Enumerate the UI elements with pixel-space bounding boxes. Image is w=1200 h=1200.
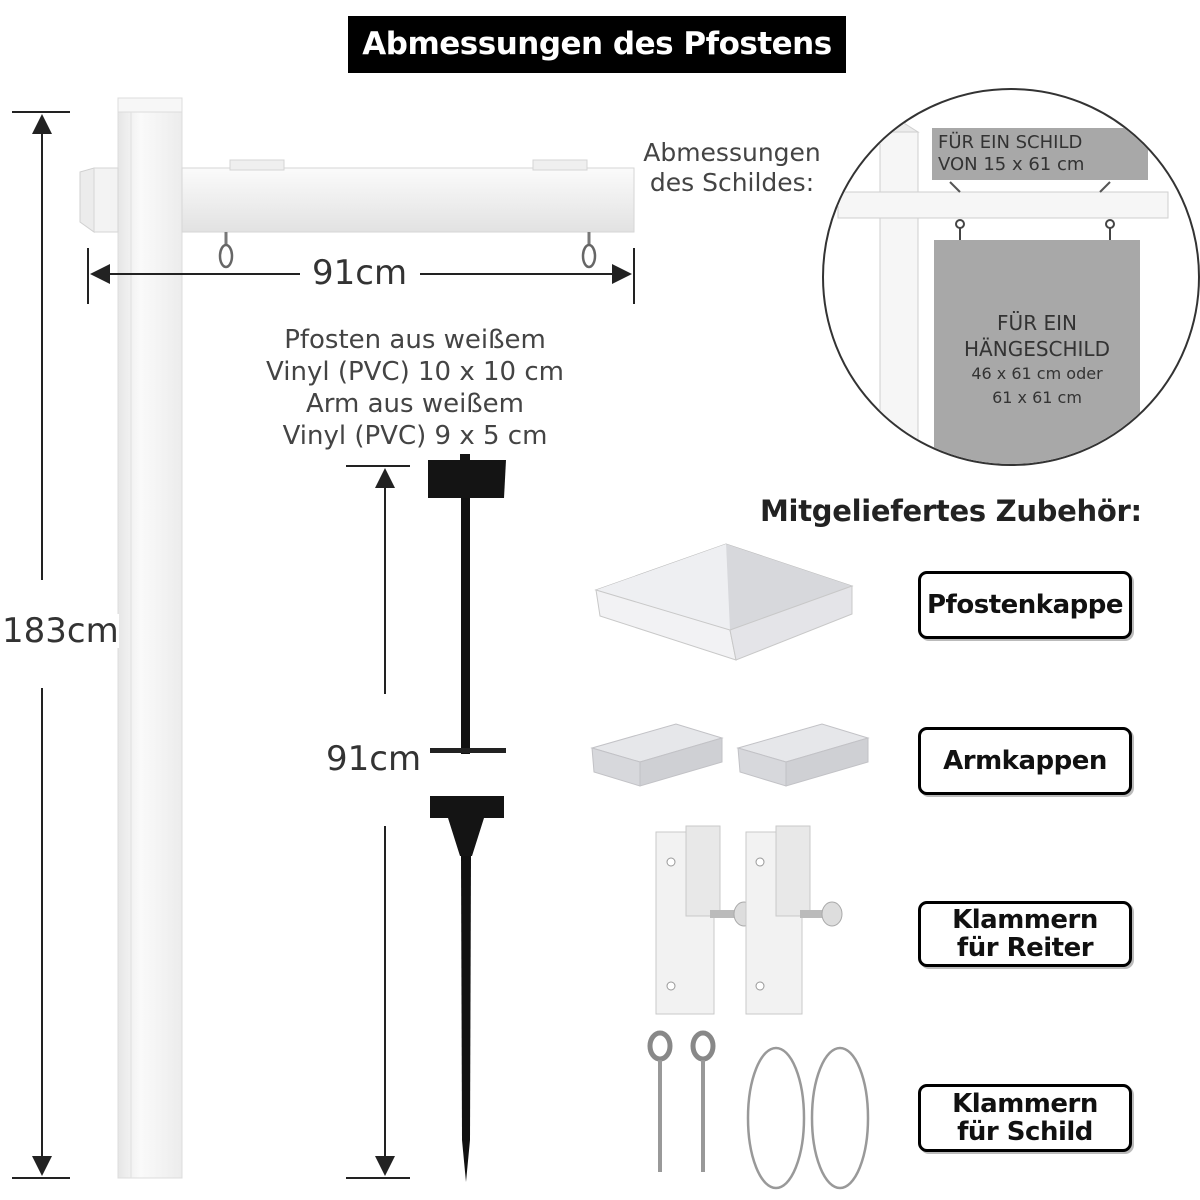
accessory-label-line2: für Schild: [957, 1117, 1093, 1147]
post-dimension-label: 183cm: [2, 611, 119, 651]
accessory-label-line2: für Reiter: [956, 933, 1094, 963]
accessory-label-rider-clamps: Klammern für Reiter: [918, 901, 1132, 967]
arm-caps-image: [590, 723, 870, 787]
arm-dimension-label: 91cm: [312, 253, 408, 293]
accessory-label-line1: Klammern: [952, 1089, 1098, 1119]
vinyl-post: [117, 97, 183, 1179]
hanging-sign-line4: 61 x 61 cm: [992, 388, 1082, 407]
sign-clamps-image: [647, 1030, 870, 1190]
accessory-label-line1: Pfostenkappe: [927, 590, 1123, 620]
top-sign-line1: FÜR EIN SCHILD: [938, 132, 1083, 153]
vinyl-arm: [79, 159, 635, 269]
sign-example-circle: [822, 88, 1200, 466]
arm-dimension-line: [87, 248, 635, 304]
hanging-sign-line3: 46 x 61 cm oder: [971, 364, 1103, 383]
accessory-label-post-cap: Pfostenkappe: [918, 571, 1132, 639]
hanging-sign-line1: FÜR EIN: [997, 311, 1077, 335]
ground-stake: [428, 454, 506, 1182]
stake-dimension-label: 91cm: [326, 739, 422, 779]
post-cap-image: [594, 543, 854, 661]
post-material-line2: Vinyl (PVC) 10 x 10 cm: [266, 357, 564, 387]
stake-dimension-line: [346, 465, 410, 1179]
top-sign-line2: VON 15 x 61 cm: [938, 154, 1085, 175]
accessory-label-line1: Klammern: [952, 905, 1098, 935]
arm-material-line2: Vinyl (PVC) 9 x 5 cm: [282, 421, 548, 451]
accessory-label-line1: Armkappen: [943, 746, 1107, 776]
accessory-label-sign-clamps: Klammern für Schild: [918, 1084, 1132, 1152]
page-title: Abmessungen des Pfostens: [348, 16, 846, 73]
sign-dimensions-heading: Abmessungen des Schildes:: [628, 138, 836, 198]
rider-clamps-image: [655, 825, 843, 1015]
accessories-heading: Mitgeliefertes Zubehör:: [760, 494, 1142, 528]
sign-heading-line2: des Schildes:: [649, 168, 815, 197]
material-description: Pfosten aus weißem Vinyl (PVC) 10 x 10 c…: [240, 324, 590, 452]
top-sign-text: FÜR EIN SCHILD VON 15 x 61 cm: [934, 132, 1150, 176]
sign-heading-line1: Abmessungen: [643, 138, 821, 167]
post-dimension-line: [12, 111, 70, 1179]
hanging-sign-text: FÜR EIN HÄNGESCHILD 46 x 61 cm oder 61 x…: [934, 310, 1140, 410]
post-material-line1: Pfosten aus weißem: [284, 325, 546, 355]
arm-material-line1: Arm aus weißem: [305, 389, 525, 419]
accessory-label-arm-caps: Armkappen: [918, 727, 1132, 795]
hanging-sign-line2: HÄNGESCHILD: [964, 337, 1110, 361]
